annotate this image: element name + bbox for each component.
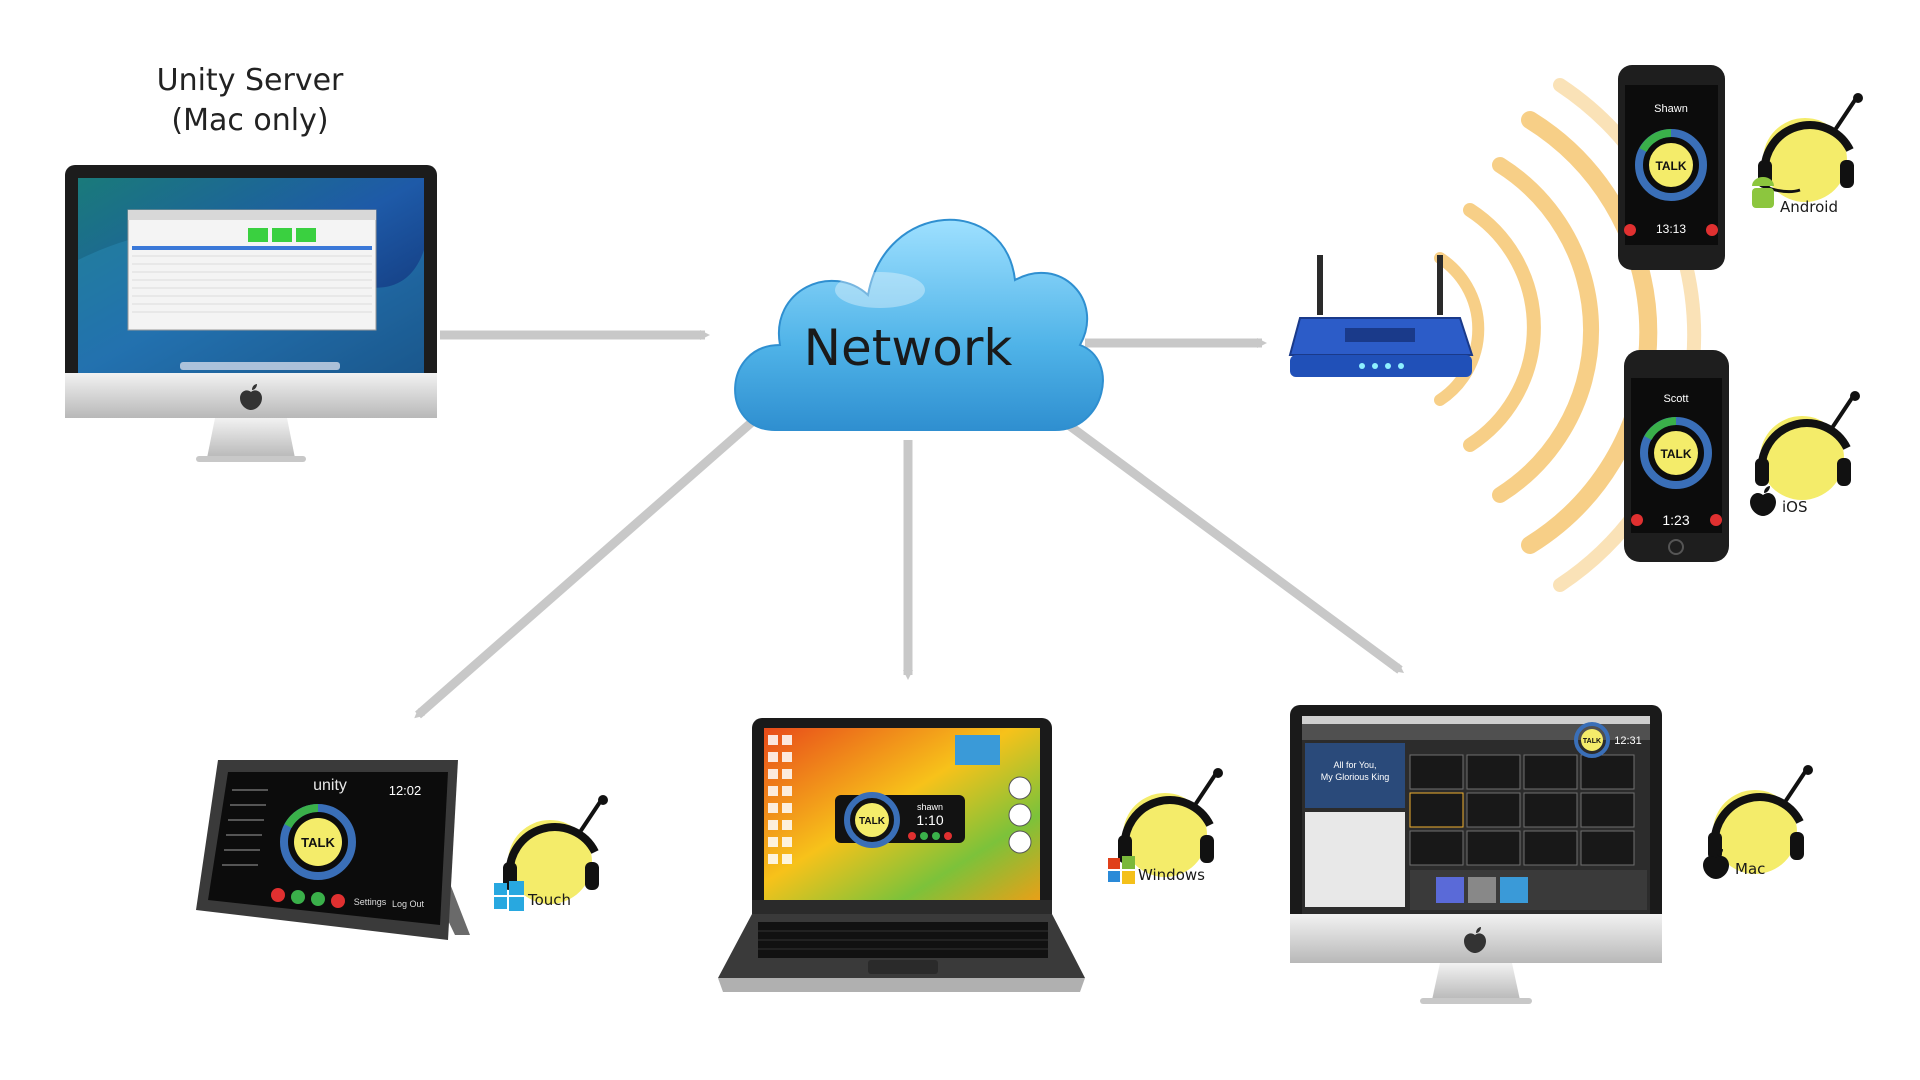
apple-logo-icon bbox=[1464, 927, 1486, 953]
apple-icon bbox=[1703, 849, 1729, 879]
server-title-line2: (Mac only) bbox=[171, 103, 328, 138]
ios-phone-user: Scott bbox=[1663, 393, 1688, 405]
apple-logo-icon bbox=[240, 384, 262, 410]
android-os-label: Android bbox=[1780, 198, 1838, 216]
unity-headset-icon bbox=[1708, 765, 1813, 874]
imac-song-line1: All for You, bbox=[1333, 760, 1376, 770]
android-phone-user: Shawn bbox=[1654, 103, 1688, 115]
tablet-talk: TALK bbox=[301, 835, 335, 850]
tablet-settings: Settings bbox=[354, 897, 387, 907]
network-cloud: Network bbox=[734, 219, 1104, 431]
wifi-router bbox=[1288, 255, 1474, 377]
ios-phone-talk: TALK bbox=[1660, 447, 1691, 461]
arrow-network-to-tablet bbox=[414, 411, 763, 719]
touch-tablet: unity 12:02 TALK Settings Log Out bbox=[196, 760, 470, 940]
touch-os-label: Touch bbox=[527, 891, 571, 909]
windows-os-label: Windows bbox=[1138, 866, 1205, 884]
arrow-network-to-imac bbox=[1052, 411, 1405, 674]
connection-arrows bbox=[414, 330, 1405, 719]
imac-time: 12:31 bbox=[1614, 735, 1642, 747]
laptop-time: 1:10 bbox=[916, 812, 943, 828]
tablet-brand: unity bbox=[313, 777, 347, 794]
mac-imac: All for You, My Glorious King TALK 12:31 bbox=[1290, 705, 1662, 1004]
android-icon bbox=[1752, 177, 1774, 208]
android-phone-talk: TALK bbox=[1655, 159, 1686, 173]
unity-headset-icon bbox=[1118, 768, 1223, 877]
windows-laptop: TALK shawn 1:10 bbox=[718, 718, 1085, 992]
apple-icon bbox=[1750, 486, 1776, 516]
imac-talk: TALK bbox=[1583, 738, 1601, 745]
imac-song-line2: My Glorious King bbox=[1321, 772, 1390, 782]
unity-headset-icon bbox=[503, 795, 608, 904]
server-title-line1: Unity Server bbox=[157, 63, 344, 98]
ios-phone: Scott TALK 1:23 bbox=[1624, 350, 1729, 562]
unity-headset-icon bbox=[1755, 391, 1860, 500]
server-imac bbox=[65, 165, 437, 462]
tablet-logout: Log Out bbox=[392, 899, 425, 909]
laptop-talk: TALK bbox=[859, 816, 886, 827]
windows-icon bbox=[1108, 856, 1135, 884]
android-phone-time: 13:13 bbox=[1656, 222, 1686, 236]
network-label: Network bbox=[804, 319, 1013, 377]
mac-os-label: Mac bbox=[1735, 860, 1765, 878]
ios-os-label: iOS bbox=[1782, 498, 1808, 516]
windows-icon bbox=[494, 881, 524, 911]
laptop-user: shawn bbox=[917, 802, 943, 812]
tablet-time: 12:02 bbox=[389, 783, 422, 798]
android-phone: Shawn TALK 13:13 bbox=[1618, 65, 1725, 270]
ios-phone-time: 1:23 bbox=[1662, 512, 1689, 528]
unity-headset-icon bbox=[1758, 93, 1863, 202]
